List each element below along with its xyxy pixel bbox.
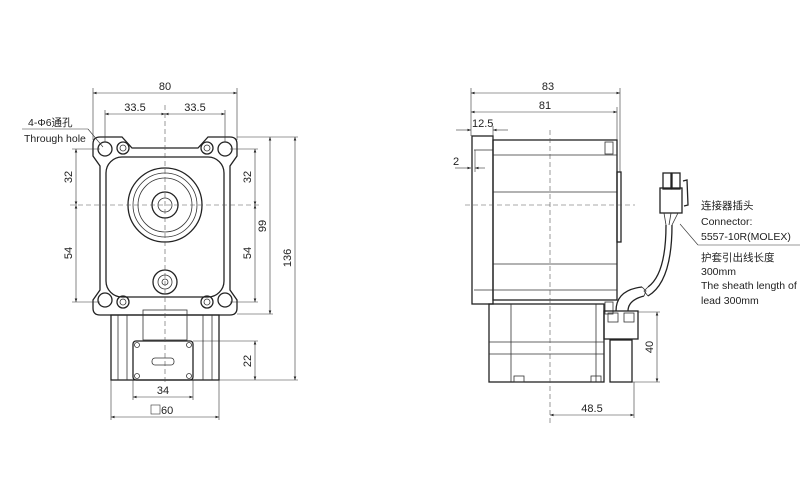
dim-half-left: 33.5 (124, 102, 145, 114)
dim-top-right: 32 (242, 171, 254, 183)
connector-label-en: Connector: (701, 216, 752, 228)
lead-length: 300mm (701, 266, 736, 278)
dim-half-right: 33.5 (184, 102, 205, 114)
connector-box (603, 310, 639, 340)
lead-label-en-1: The sheath length of (701, 280, 797, 292)
front-dimensions: 80 33.5 33.5 32 54 32 54 99 136 (63, 81, 298, 420)
dim-top-left: 32 (63, 171, 75, 183)
dim-output-22: 22 (242, 355, 254, 367)
front-flange (92, 136, 238, 316)
dim-gear-40: 40 (644, 341, 656, 353)
dim-step-2: 2 (453, 156, 459, 168)
side-gearbox (488, 303, 639, 383)
connector-callout: 连接器插头 Connector: 5557-10R(MOLEX) 护套引出线长度… (679, 199, 800, 307)
dim-bottom-right: 54 (242, 247, 254, 259)
dim-offset-48-5: 48.5 (581, 403, 602, 415)
hole-label-cn: 4-Φ6通孔 (28, 116, 73, 129)
connector-label-cn: 连接器插头 (701, 199, 754, 212)
dim-width: 80 (159, 81, 171, 93)
dim-output-34: 34 (157, 385, 169, 397)
dim-flange-12-5: 12.5 (472, 118, 493, 130)
connector-plug (659, 187, 683, 214)
dim-length-81: 81 (539, 100, 551, 112)
hole-callout: 4-Φ6通孔 Through hole (22, 116, 104, 148)
dim-bottom-left: 54 (63, 247, 75, 259)
side-view: 83 81 12.5 2 40 48.5 连接器插头 Connector: 55… (453, 81, 800, 425)
lead-label-cn: 护套引出线长度 (701, 251, 775, 264)
front-view: 80 33.5 33.5 32 54 32 54 99 136 (22, 81, 298, 420)
rear-cap (616, 171, 622, 243)
dim-height-136: 136 (282, 249, 294, 267)
dim-square-60: 60 (161, 405, 173, 417)
dim-length-83: 83 (542, 81, 554, 93)
hole-label-en: Through hole (24, 133, 86, 145)
side-body (492, 139, 618, 301)
encoder (609, 339, 633, 383)
connector-model: 5557-10R(MOLEX) (701, 231, 791, 243)
lead-wire (615, 172, 689, 312)
side-dimensions: 83 81 12.5 2 40 48.5 (453, 81, 660, 418)
lead-label-en-2: lead 300mm (701, 295, 759, 307)
square-symbol (150, 404, 161, 415)
dim-height-99: 99 (257, 220, 269, 232)
